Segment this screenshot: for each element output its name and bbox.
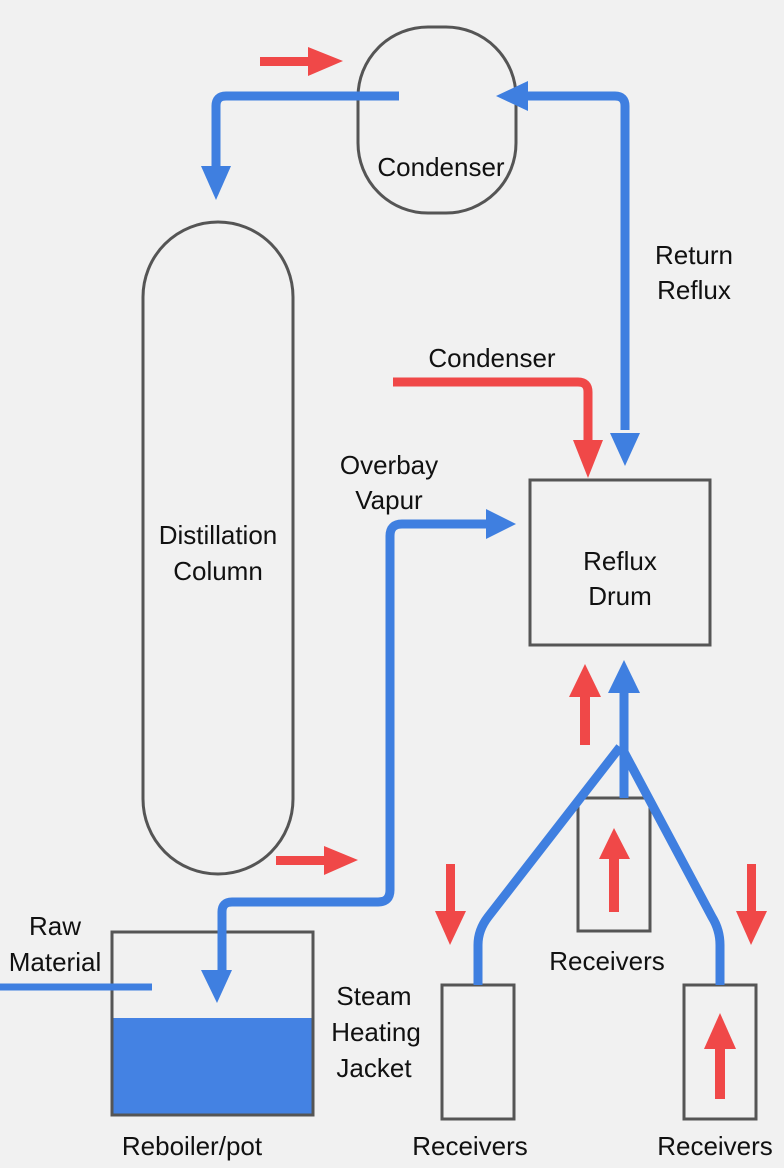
right-down-arrow-shaft [747,864,756,912]
drum-heat-arrow-shaft [580,695,590,745]
reboiler-vessel [110,930,315,1117]
condenser-to-column-arrow-icon [201,166,231,200]
receiver-center-arrow-shaft [609,856,619,912]
overhead-vapor-label-1: Overbay [340,450,438,480]
reflux-drum-label-1: Reflux [583,546,657,576]
receiver-left-pipe [473,744,624,985]
condenser-label: Condenser [377,152,505,182]
overhead-vapor-arrow-icon [486,509,516,539]
right-down-arrow-icon [736,911,767,945]
drum-heat-arrow-icon [569,664,601,697]
receivers-to-drum-arrow-icon [608,660,640,693]
receiver-left-label: Receivers [412,1131,528,1161]
overhead-vapor-label-2: Vapur [355,485,423,515]
reflux-drum-vessel [528,478,712,647]
reboiler-inlet-arrow-icon [201,970,232,1003]
distillation-column-label-2: Column [173,556,263,586]
overhead-vapor-pipe [217,519,488,972]
receiver-right-arrow-icon [704,1013,736,1049]
return-reflux-label-1: Return [655,240,733,270]
raw-material-label-2: Material [9,947,101,977]
reflux-drum-label-2: Drum [588,581,652,611]
reboiler-liquid [112,1018,313,1115]
column-side-arrow-icon [324,846,358,875]
return-reflux-arrow-icon [496,81,528,111]
condenser-feed-label: Condenser [428,343,556,373]
condenser-vessel [356,25,518,215]
receiver-right-arrow-shaft [715,1046,725,1099]
return-reflux-down-arrow-icon [610,433,640,466]
steam-jacket-label-2: Heating [331,1017,421,1047]
coolant-arrow-icon [308,47,343,76]
receiver-left-vessel [440,983,516,1121]
condenser-feed-pipe [393,377,593,440]
steam-jacket-label-1: Steam [336,981,411,1011]
raw-material-label-1: Raw [29,911,81,941]
return-reflux-label-2: Reflux [657,275,731,305]
return-reflux-pipe [525,91,630,430]
reboiler-label: Reboiler/pot [122,1131,263,1161]
receiver-center-label: Receivers [549,946,665,976]
condenser-to-column-pipe [211,91,399,168]
receiver-right-pipe [620,749,725,985]
condenser-feed-arrow-icon [573,440,603,478]
left-down-arrow-icon [435,911,466,945]
steam-jacket-label-3: Jacket [336,1053,412,1083]
receiver-center-arrow-icon [599,828,630,859]
coolant-arrow-shaft [260,57,312,66]
column-side-arrow-shaft [276,856,328,865]
left-down-arrow-shaft [446,864,455,912]
distillation-column-vessel [141,220,295,876]
receiver-center-vessel [576,796,652,933]
receiver-right-label: Receivers [657,1131,773,1161]
distillation-column-label-1: Distillation [159,520,278,550]
